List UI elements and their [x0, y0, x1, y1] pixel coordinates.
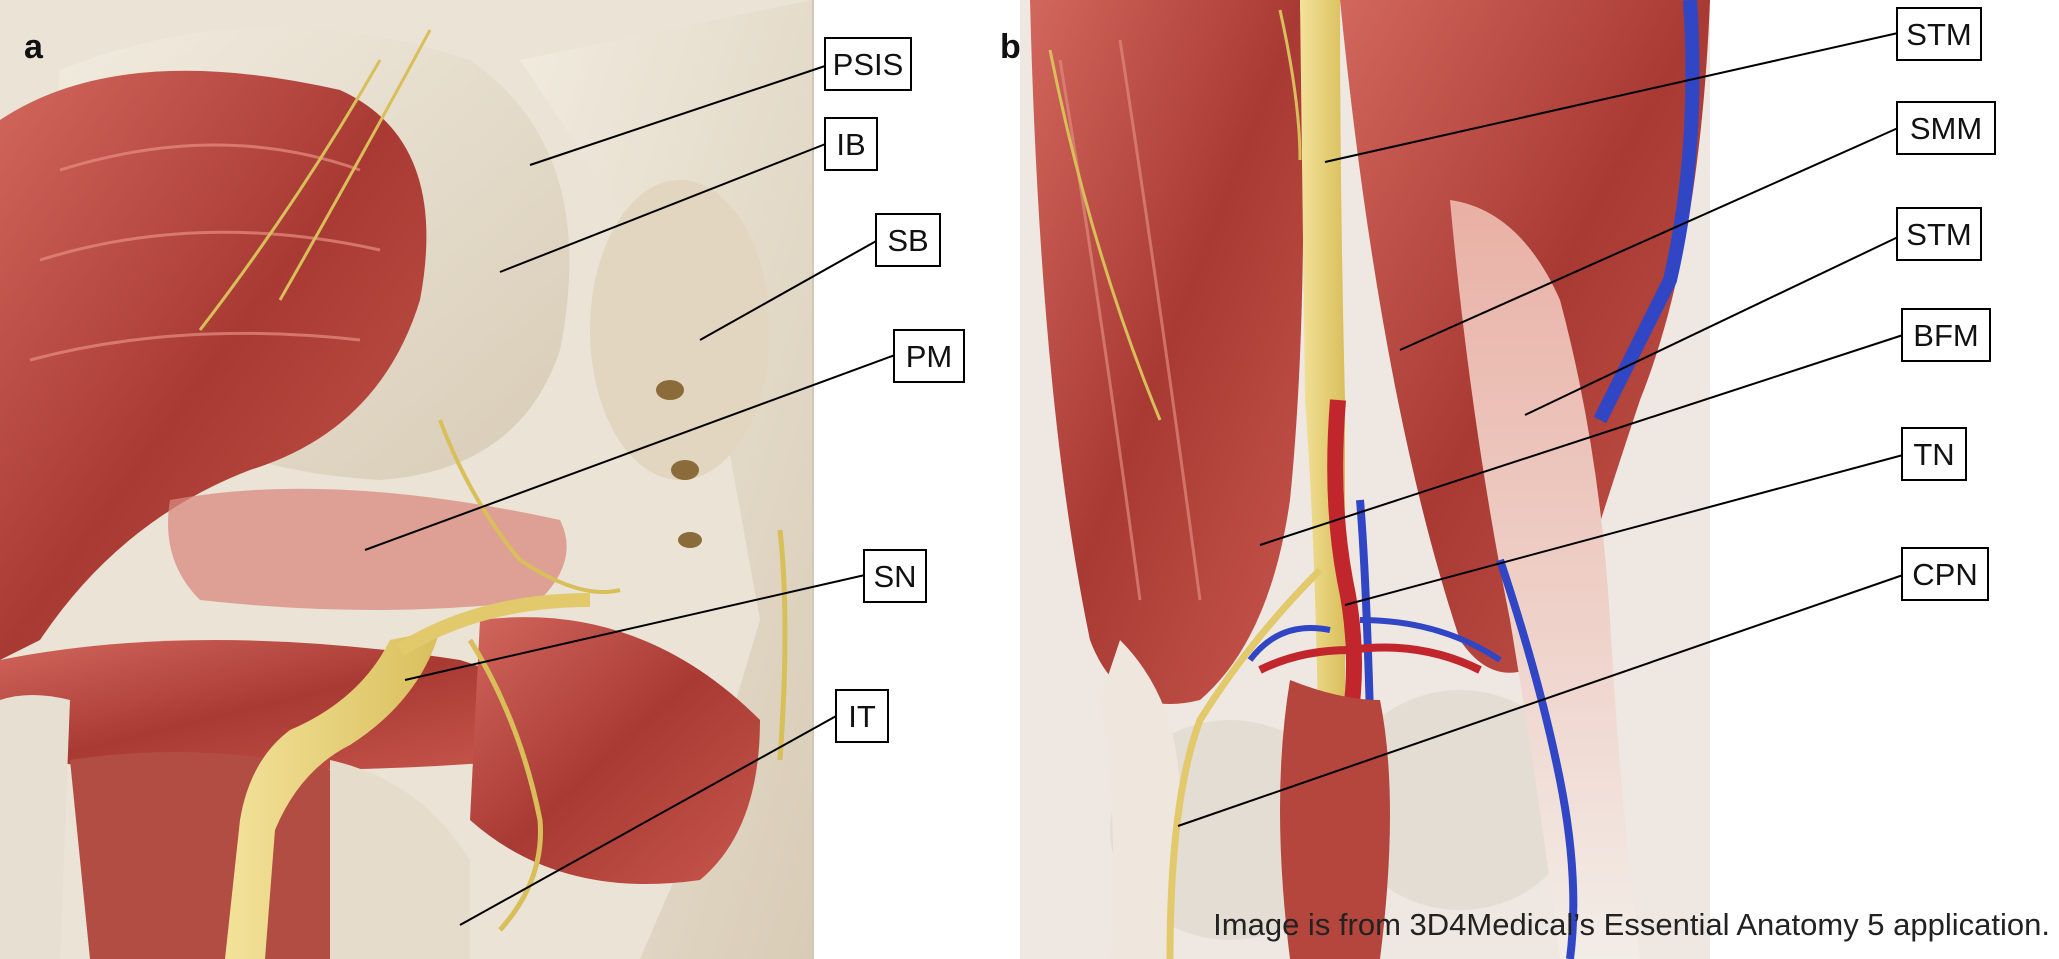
label-stm-2: STM	[1896, 207, 1982, 261]
leader-pm	[364, 354, 896, 551]
leader-ib	[499, 142, 829, 273]
label-sn: SN	[863, 549, 927, 603]
svg-text:IT: IT	[848, 699, 876, 734]
svg-text:BFM: BFM	[1913, 318, 1978, 353]
label-bfm: BFM	[1901, 308, 1991, 362]
panel-b-letter: b	[1000, 28, 1021, 66]
label-pm: PM	[893, 329, 965, 383]
panel-a-illustration	[0, 0, 814, 959]
label-smm: SMM	[1896, 101, 1996, 155]
leader-bfm	[1259, 334, 1904, 546]
label-tn: TN	[1901, 427, 1967, 481]
svg-text:PSIS: PSIS	[833, 47, 904, 82]
leader-stm-2	[1524, 236, 1899, 416]
svg-text:IB: IB	[836, 127, 865, 162]
label-ib: IB	[824, 117, 878, 171]
leader-lines-b	[1177, 32, 1904, 827]
leader-sn	[404, 574, 866, 681]
panel-a-letter: a	[24, 28, 44, 66]
svg-text:STM: STM	[1906, 217, 1971, 252]
labels-panel-b: STM SMM STM BFM TN CPN	[1896, 7, 1996, 601]
svg-text:CPN: CPN	[1912, 557, 1977, 592]
svg-text:PM: PM	[906, 339, 953, 374]
labels-panel-a: PSIS IB SB PM SN IT	[824, 37, 965, 743]
label-it: IT	[835, 689, 889, 743]
image-credit: Image is from 3D4Medical’s Essential Ana…	[1213, 907, 2050, 942]
label-cpn: CPN	[1901, 547, 1989, 601]
svg-text:SN: SN	[873, 559, 916, 594]
leader-stm-1	[1324, 32, 1899, 163]
leader-cpn	[1177, 574, 1904, 827]
svg-text:SB: SB	[887, 223, 928, 258]
leader-psis	[529, 64, 829, 166]
label-psis: PSIS	[824, 37, 912, 91]
svg-text:STM: STM	[1906, 17, 1971, 52]
svg-text:TN: TN	[1913, 437, 1954, 472]
label-sb: SB	[875, 213, 941, 267]
leader-sb	[699, 239, 879, 341]
label-stm-1: STM	[1896, 7, 1982, 61]
leader-tn	[1344, 454, 1904, 606]
leader-it	[459, 714, 839, 926]
leader-smm	[1399, 127, 1899, 351]
svg-text:SMM: SMM	[1910, 111, 1982, 146]
leader-lines-a	[364, 64, 896, 926]
panel-b-illustration	[1020, 0, 1710, 959]
